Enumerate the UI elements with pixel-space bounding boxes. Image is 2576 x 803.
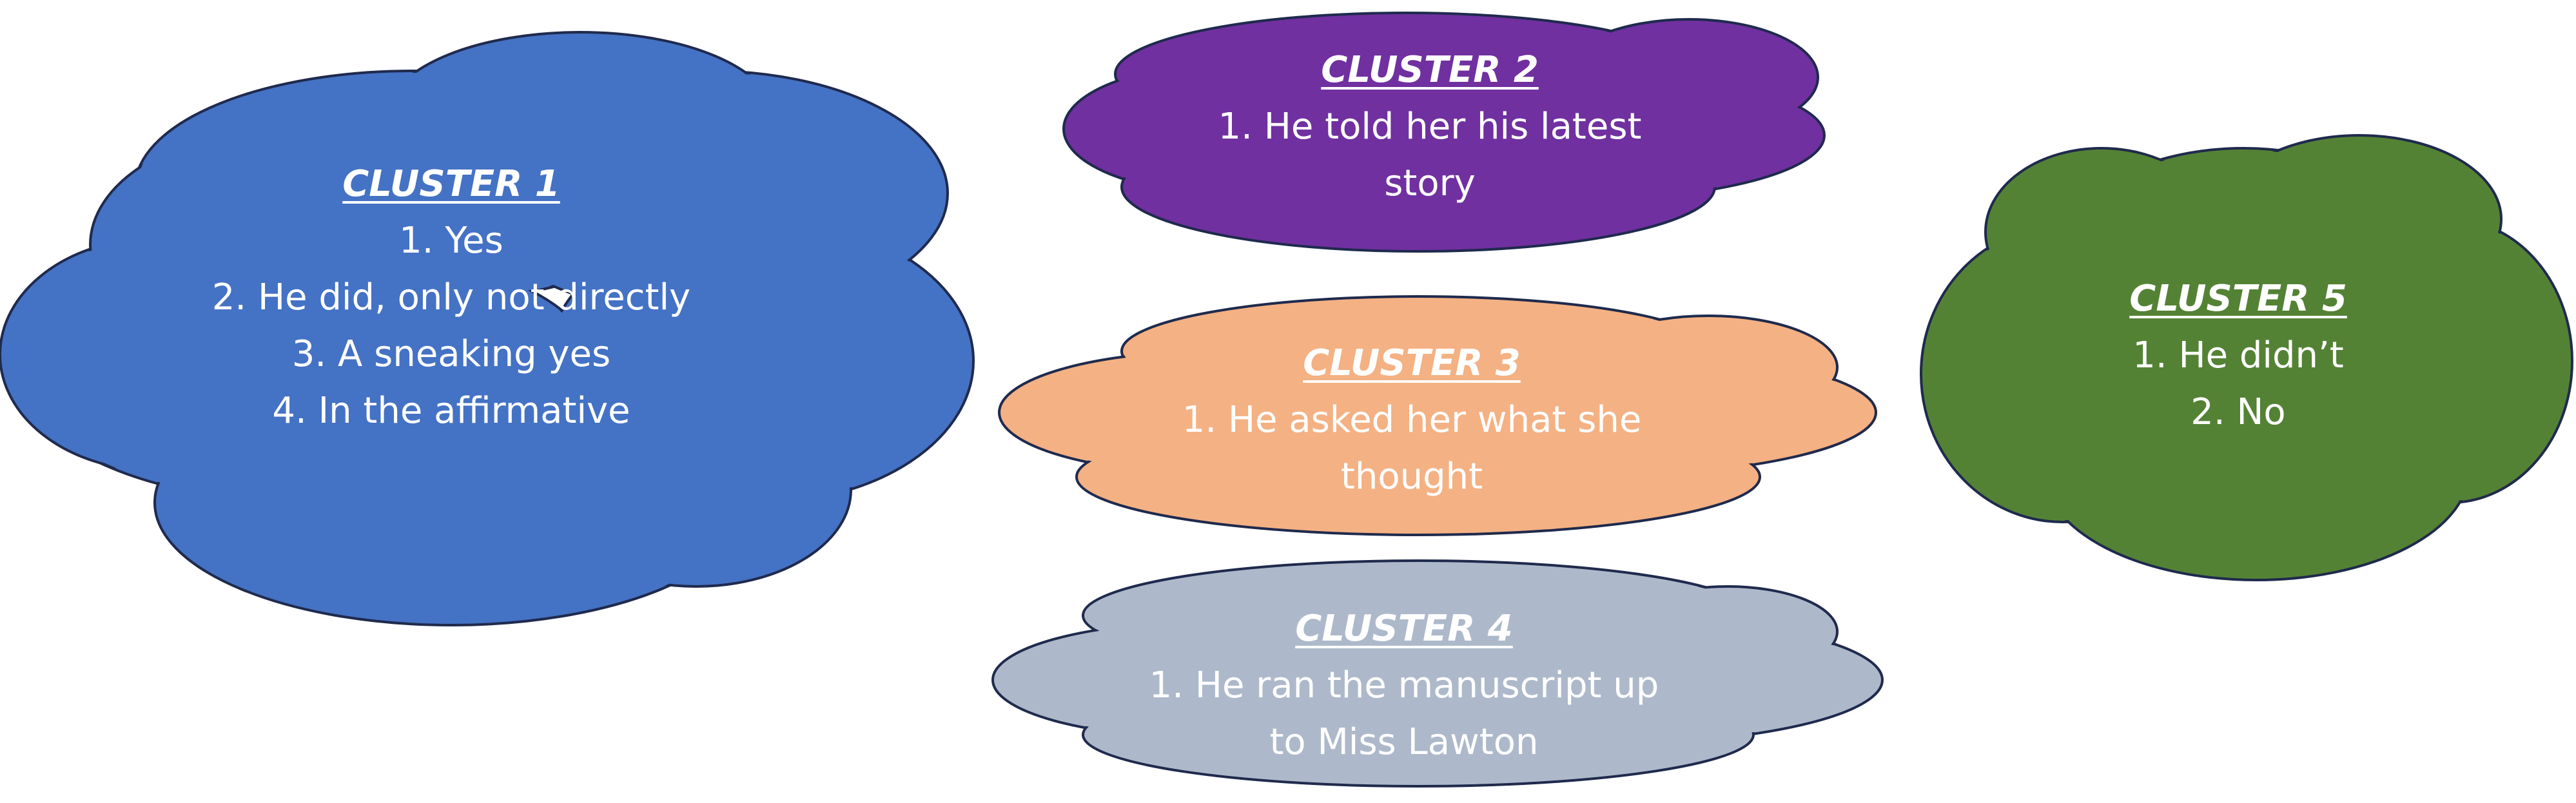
cluster-1-item-4: 4. In the affirmative — [272, 390, 630, 432]
cloud-shape — [2045, 363, 2467, 578]
cluster-1-item-2: 2. He did, only not directly — [211, 276, 691, 318]
cluster-1-cloud-fill — [2, 34, 971, 623]
cluster-4-item-2: to Miss Lawton — [1269, 721, 1539, 763]
cluster-3-item-2: thought — [1340, 456, 1483, 498]
cluster-2-item-2: story — [1384, 162, 1476, 204]
cluster-3-title: CLUSTER 3 — [1303, 342, 1521, 384]
cluster-4-item-1: 1. He ran the manuscript up — [1149, 664, 1659, 706]
cluster-5-title: CLUSTER 5 — [2129, 278, 2347, 320]
cluster-2-item-1: 1. He told her his latest — [1218, 106, 1642, 148]
cluster-1-title: CLUSTER 1 — [342, 163, 560, 205]
cluster-3-item-1: 1. He asked her what she — [1182, 399, 1642, 441]
cluster-5-item-1: 1. He didn’t — [2132, 334, 2344, 376]
cloud-shape — [1987, 150, 2216, 314]
cluster-4-text: CLUSTER 4 1. He ran the manuscript up to… — [1149, 601, 1659, 771]
cluster-5-cloud-fill — [1923, 137, 2570, 578]
cloud-shape — [1581, 318, 1835, 417]
cloud-shape — [543, 395, 849, 585]
cloud-shape — [1085, 685, 1751, 784]
cluster-4-title: CLUSTER 4 — [1295, 608, 1513, 650]
cluster-1-item-3: 3. A sneaking yes — [291, 333, 611, 375]
cluster-4-cloud-fill — [995, 563, 1880, 784]
cluster-2-cloud-fill — [1066, 15, 1822, 249]
cluster-3-cloud-fill — [1001, 298, 1874, 533]
cloud-shape — [92, 131, 475, 359]
cluster-5-text: CLUSTER 5 1. He didn’t 2. No — [2129, 271, 2347, 441]
cloud-shape — [1124, 124, 1713, 249]
cloud-shape — [389, 34, 772, 198]
cloud-shape — [1078, 421, 1758, 533]
cluster-3-text: CLUSTER 3 1. He asked her what she thoug… — [1182, 335, 1642, 505]
cloud-shape — [2220, 137, 2499, 301]
cluster-5-item-2: 2. No — [2191, 391, 2286, 433]
cloud-shape — [1562, 21, 1816, 133]
cluster-1-text: CLUSTER 1 1. Yes 2. He did, only not dir… — [212, 156, 690, 440]
cluster-2-title: CLUSTER 2 — [1321, 49, 1539, 91]
cluster-1-item-1: 1. Yes — [399, 220, 503, 262]
cluster-2-text: CLUSTER 2 1. He told her his latest stor… — [1218, 42, 1642, 212]
cloud-shape — [1620, 588, 1835, 675]
